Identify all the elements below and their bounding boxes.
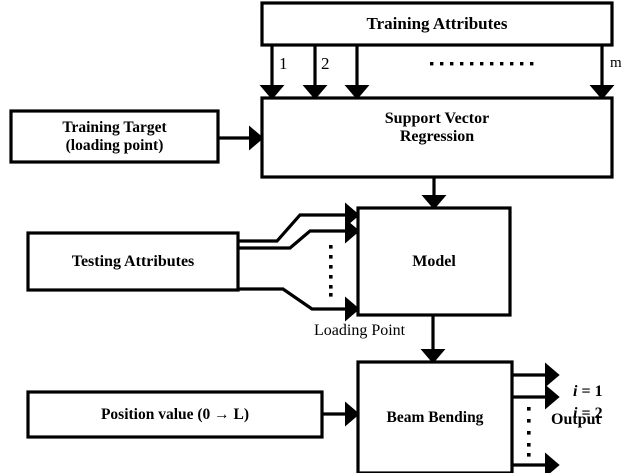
output-label-2: i = 2 (557, 387, 603, 441)
output-1-variable: i (573, 382, 578, 400)
box-beam-bending (356, 360, 514, 473)
attribute-index-1: 1 (279, 54, 288, 73)
output-2-variable: i (573, 404, 578, 422)
box-support-vector-regression (260, 96, 614, 179)
attribute-index-2: 2 (321, 54, 330, 73)
edge-label-loading-point: Loading Point (314, 322, 406, 339)
box-model (356, 206, 512, 317)
box-training-attributes (260, 1, 614, 47)
model-fanin-ellipsis-dots (329, 245, 333, 297)
output-label-n: i = n (557, 455, 603, 473)
attribute-index-m: m (610, 55, 622, 71)
output-group-label: Output (551, 411, 601, 428)
box-position-value (26, 390, 324, 439)
output-ellipsis-dots (527, 407, 531, 457)
output-1-value: = 1 (581, 382, 603, 400)
box-training-target (9, 109, 220, 164)
arrow-testing-to-model-1 (238, 202, 360, 243)
arrow-testing-to-model-n (238, 287, 360, 322)
output-2-value: = 2 (581, 404, 603, 422)
arrow-testing-to-model-2 (238, 218, 360, 250)
attribute-ellipsis-dots (430, 62, 534, 66)
box-testing-attributes (26, 231, 240, 292)
output-label-1: i = 1 (557, 365, 603, 419)
